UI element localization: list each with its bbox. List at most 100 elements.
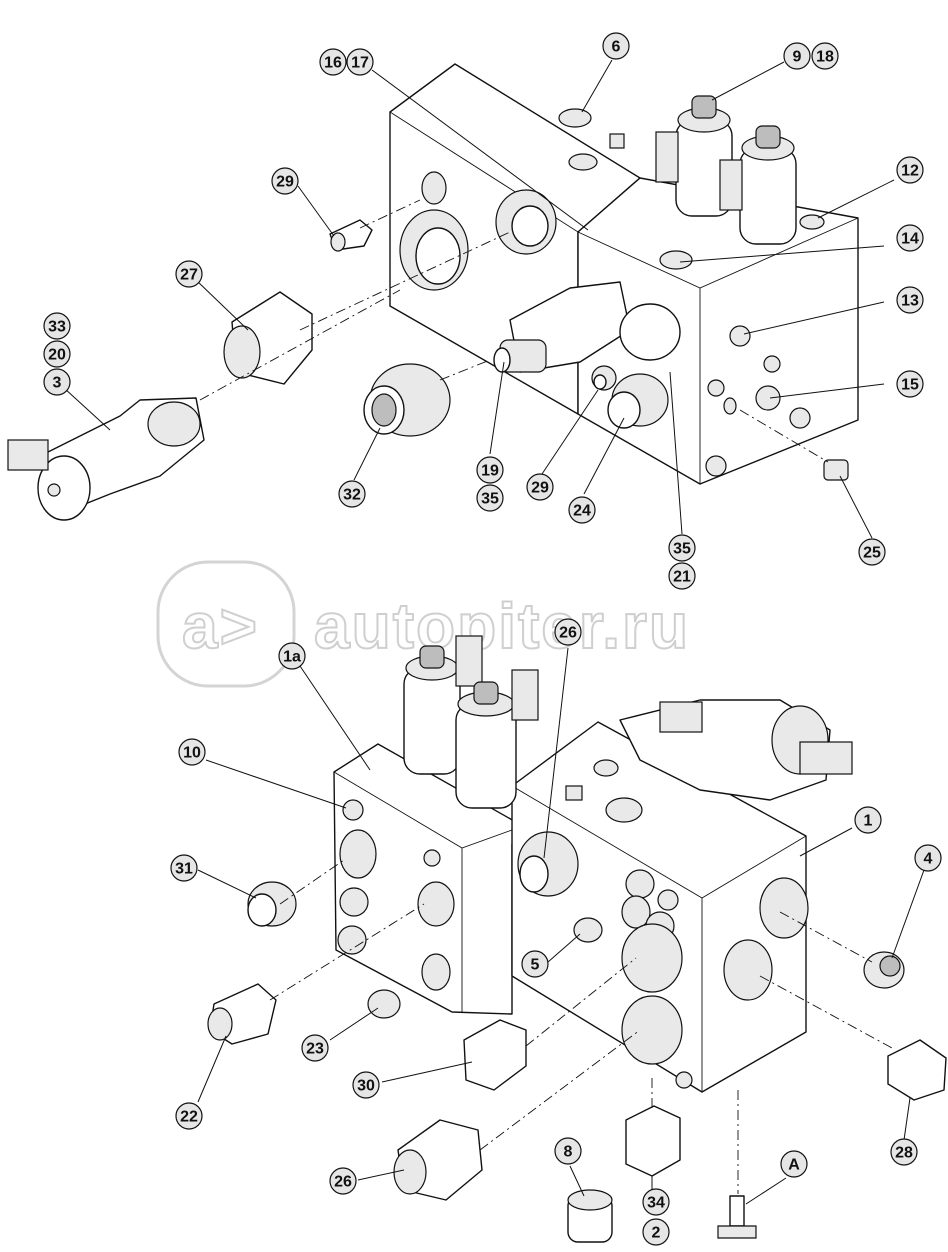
watermark-text: autopiter.ru: [314, 590, 690, 662]
callout-circle: [896, 156, 924, 184]
callout-circle: [668, 562, 696, 590]
valve-block-1: [511, 721, 807, 1093]
callout-number: 15: [901, 377, 919, 394]
callout-circle: [896, 286, 924, 314]
callout-circle: [43, 340, 71, 368]
callout-number: 10: [183, 745, 201, 762]
callout-number: 3: [53, 375, 62, 392]
callout-8: 8: [554, 1137, 582, 1165]
callout-circle: [346, 48, 374, 76]
callout-12: 12: [896, 156, 924, 184]
callout-circle: [476, 484, 504, 512]
callout-26b: 26: [329, 1167, 357, 1195]
callout-circle: [526, 473, 554, 501]
callout-30: 30: [352, 1071, 380, 1099]
callout-number: 29: [276, 174, 294, 191]
callout-26a: 26: [554, 618, 582, 646]
callout-33: 33: [43, 312, 71, 340]
callout-circle: [43, 368, 71, 396]
callout-number: 21: [673, 569, 691, 586]
callout-circle: [896, 370, 924, 398]
plug-32: [363, 363, 451, 437]
callout-number: 4: [924, 851, 933, 868]
callout-circle: [319, 48, 347, 76]
callout-circle: [175, 1102, 203, 1130]
top-solenoid-coil-1: [655, 95, 733, 217]
callout-number: 1a: [283, 649, 301, 666]
bottom-solenoid-coil-1: [403, 635, 483, 775]
callout-circle: [476, 456, 504, 484]
callout-9: 9: [783, 42, 811, 70]
callout-4: 4: [914, 844, 942, 872]
callout-circle: [175, 260, 203, 288]
callout-circle: [890, 1138, 918, 1166]
callout-circle: [642, 1218, 670, 1246]
callout-2: 2: [642, 1218, 670, 1246]
top-valve-assembly: [7, 63, 859, 521]
plug-30: [463, 1019, 527, 1091]
callout-number: 30: [357, 1078, 375, 1095]
callout-number: 13: [901, 293, 919, 310]
watermark-logo-glyph: a>: [182, 590, 259, 662]
callout-28: 28: [890, 1138, 918, 1166]
cartridge-valve-19: [493, 281, 631, 373]
callout-number: 26: [559, 625, 577, 642]
callout-number: 22: [180, 1109, 198, 1126]
callout-circle: [602, 32, 630, 60]
callout-number: 5: [531, 957, 540, 974]
bottom-valve-assembly: [207, 635, 947, 1243]
callout-circle: [521, 950, 549, 978]
callout-A: A: [780, 1150, 808, 1178]
plug-4: [863, 951, 905, 989]
plug-23: [367, 989, 401, 1019]
callout-circle: [854, 806, 882, 834]
cap-8: [567, 1189, 613, 1243]
callout-number: 27: [180, 267, 198, 284]
callout-circle: [554, 1137, 582, 1165]
callout-number: 19: [481, 463, 499, 480]
callout-number: A: [788, 1157, 800, 1174]
callout-3: 3: [43, 368, 71, 396]
callout-number: 6: [612, 39, 621, 56]
callout-circle: [914, 844, 942, 872]
callout-21: 21: [668, 562, 696, 590]
callout-19: 19: [476, 456, 504, 484]
callout-number: 28: [895, 1145, 913, 1162]
plug-31: [247, 881, 297, 927]
callout-35b: 35: [668, 534, 696, 562]
callout-number: 14: [901, 231, 919, 248]
callout-22: 22: [175, 1102, 203, 1130]
callout-circle: [329, 1167, 357, 1195]
callout-circle: [568, 496, 596, 524]
callout-number: 16: [324, 55, 342, 72]
solenoid-valve-3: [7, 397, 205, 521]
callout-circle: [554, 618, 582, 646]
callout-circle: [783, 42, 811, 70]
callout-circle: [271, 167, 299, 195]
callout-circle: [352, 1071, 380, 1099]
callout-circle: [178, 738, 206, 766]
callout-29a: 29: [271, 167, 299, 195]
callout-number: 9: [793, 49, 802, 66]
callout-13: 13: [896, 286, 924, 314]
callout-23: 23: [301, 1034, 329, 1062]
callout-number: 29: [531, 480, 549, 497]
leader-lines: [63, 59, 925, 1205]
callout-10: 10: [178, 738, 206, 766]
callout-number: 33: [48, 319, 66, 336]
callout-circle: [338, 480, 366, 508]
adapter-22: [207, 983, 277, 1045]
plug-5: [573, 917, 603, 943]
callout-35a: 35: [476, 484, 504, 512]
callout-number: 34: [647, 1195, 665, 1212]
callout-circle: [858, 538, 886, 566]
callout-34: 34: [642, 1188, 670, 1216]
callout-18: 18: [811, 42, 839, 70]
callout-29b: 29: [526, 473, 554, 501]
callout-number: 31: [175, 861, 193, 878]
callout-circle: [780, 1150, 808, 1178]
plug-28: [887, 1039, 947, 1101]
callout-circle: [301, 1034, 329, 1062]
